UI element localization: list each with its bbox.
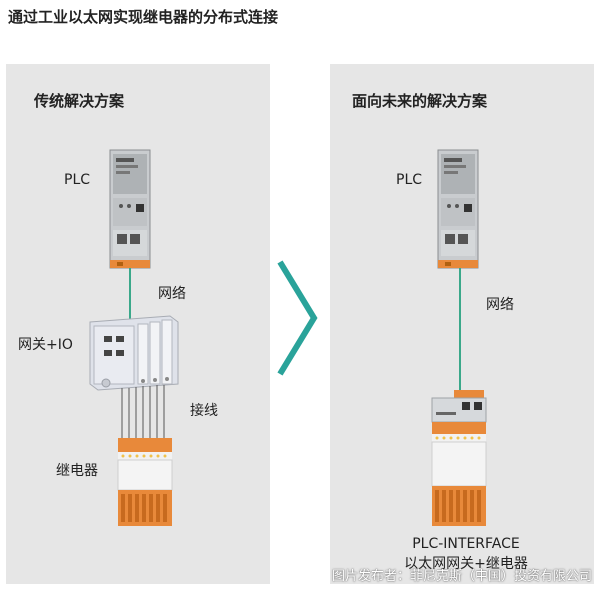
left-plc-device xyxy=(109,149,151,269)
left-network-label: 网络 xyxy=(158,286,186,302)
product-name-line2: 以太网网关+继电器 xyxy=(404,556,528,572)
left-relay-block xyxy=(117,438,173,526)
product-name-line1: PLC-INTERFACE xyxy=(412,536,520,552)
transition-arrow-icon xyxy=(277,260,318,376)
right-plc-device xyxy=(437,149,479,269)
wiring-label: 接线 xyxy=(190,403,218,419)
future-solution-heading: 面向未来的解决方案 xyxy=(352,92,488,110)
left-plc-label: PLC xyxy=(64,172,91,188)
relay-label: 继电器 xyxy=(56,463,98,479)
right-gateway-relay-device xyxy=(431,390,487,526)
watermark: 图片发布者：菲尼克斯（中国）投资有限公司 xyxy=(331,569,592,584)
right-network-label: 网络 xyxy=(486,297,514,313)
right-plc-label: PLC xyxy=(396,172,423,188)
page-title: 通过工业以太网实现继电器的分布式连接 xyxy=(8,8,279,26)
gateway-io-device xyxy=(89,315,179,391)
traditional-solution-heading: 传统解决方案 xyxy=(34,92,125,110)
gateway-io-label: 网关+IO xyxy=(18,337,73,353)
wiring-lines xyxy=(121,385,165,440)
